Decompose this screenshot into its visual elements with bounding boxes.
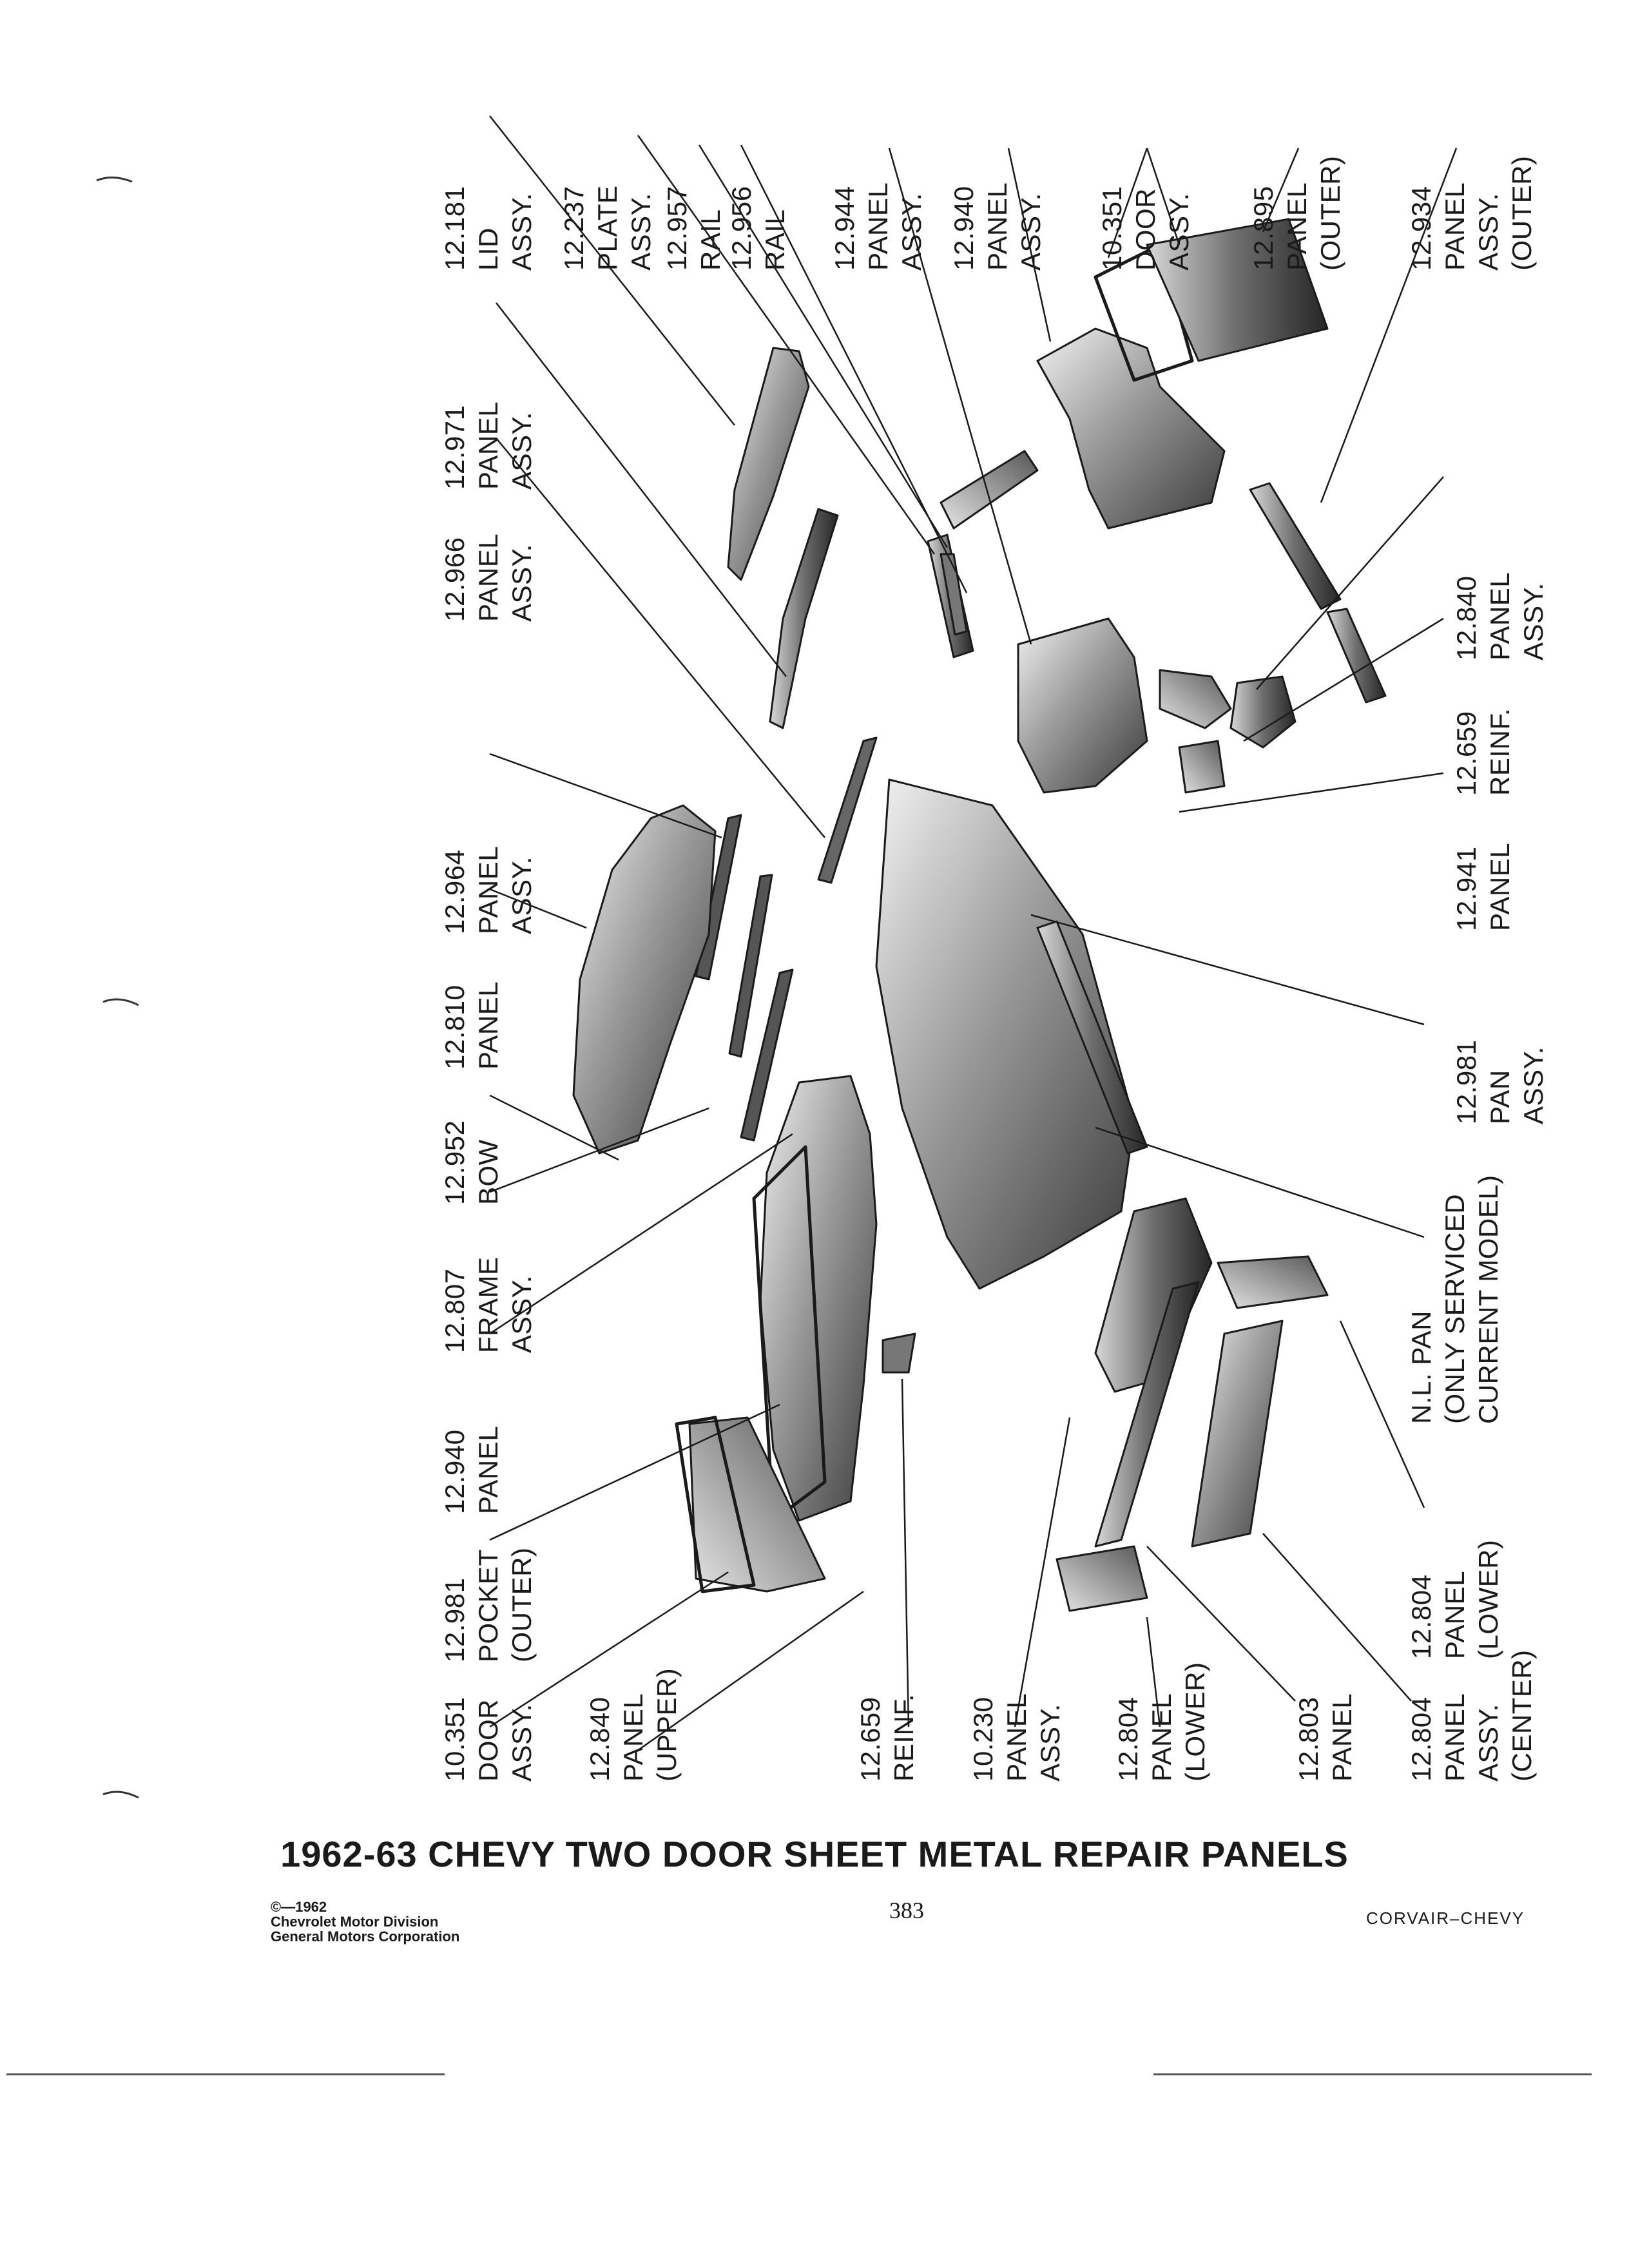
scan-marks xyxy=(96,177,139,1799)
copyright-block: ©—1962 Chevrolet Motor Division General … xyxy=(271,1899,459,1944)
part-panel-center-804 xyxy=(1191,1320,1284,1548)
page-title: 1962-63 CHEVY TWO DOOR SHEET METAL REPAI… xyxy=(280,1834,1349,1874)
part-reinf-659-bottom xyxy=(882,1332,916,1374)
part-door-outer-top xyxy=(1146,218,1329,362)
part-panel-803 xyxy=(1094,1281,1200,1548)
copyright-line: ©—1962 xyxy=(271,1899,327,1915)
part-panel-outer-934-b xyxy=(1326,608,1387,704)
part-body-side-940 xyxy=(759,1075,878,1522)
part-panel-assy-840 xyxy=(1159,669,1232,729)
part-lid-assy xyxy=(727,347,810,581)
part-roof-panel-810 xyxy=(572,804,717,1155)
part-panel-assy-944 xyxy=(1017,617,1148,794)
part-panel-outer-934-a xyxy=(1249,482,1342,610)
part-door-frame-top xyxy=(1094,243,1194,382)
part-panel-assy-971 xyxy=(769,508,839,729)
leader-lines xyxy=(489,115,1458,1754)
part-panel-lower-804-right xyxy=(1217,1255,1329,1309)
copyright-line: General Motors Corporation xyxy=(271,1928,460,1945)
part-rail-957 xyxy=(940,450,1039,530)
part-panel-941 xyxy=(1178,740,1226,794)
part-panel-assy-966 xyxy=(817,736,878,884)
part-door-opening-frame xyxy=(752,1145,827,1523)
copyright-line: Chevrolet Motor Division xyxy=(271,1914,439,1930)
section-label: CORVAIR–CHEVY xyxy=(1366,1908,1525,1928)
part-quarter-panel-940 xyxy=(1036,327,1226,530)
part-floor-pan-981 xyxy=(875,778,1135,1290)
part-bow-952 xyxy=(728,874,773,1058)
part-pan-rail xyxy=(1036,920,1148,1155)
part-reinf-659-top xyxy=(1229,675,1296,749)
part-frame-assy-807 xyxy=(740,968,794,1142)
page-number: 383 xyxy=(889,1898,924,1923)
bottom-rule-right xyxy=(1153,2073,1592,2075)
part-panel-lower-804-bottom xyxy=(1055,1545,1148,1612)
bottom-rule-left xyxy=(6,2073,445,2075)
part-plate-assy xyxy=(940,553,968,636)
part-door-frame-bottom xyxy=(675,1416,756,1593)
